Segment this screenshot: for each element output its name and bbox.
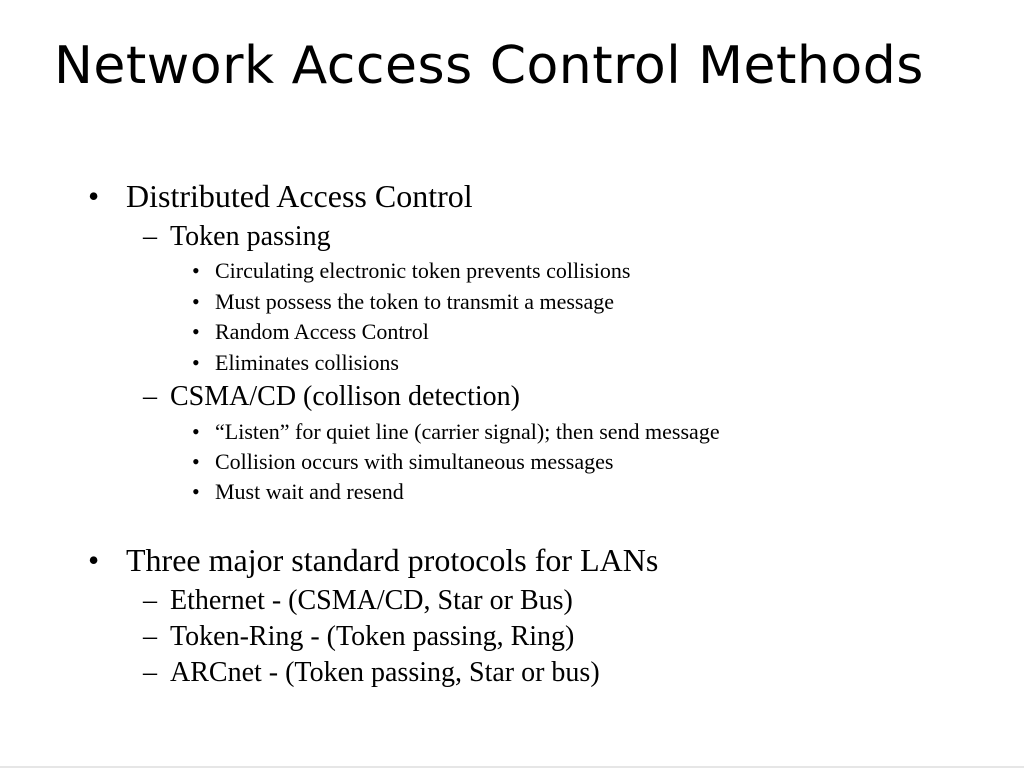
- sub-bullet-token-ring: Token-Ring - (Token passing, Ring): [170, 621, 575, 652]
- dash-marker: –: [143, 657, 157, 688]
- sub-sub-bullet-marker: •: [192, 449, 200, 474]
- sub-sub-bullet-item: Random Access Control: [215, 319, 429, 344]
- sub-sub-bullet-marker: •: [192, 350, 200, 375]
- bullet-distributed-access-control: Distributed Access Control: [126, 178, 473, 214]
- sub-sub-bullet-marker: •: [192, 479, 200, 504]
- sub-sub-bullet-item: Collision occurs with simultaneous messa…: [215, 449, 614, 474]
- sub-sub-bullet-marker: •: [192, 258, 200, 283]
- bullet-three-major-protocols: Three major standard protocols for LANs: [126, 542, 659, 578]
- bullet-marker: •: [88, 542, 100, 578]
- sub-bullet-arcnet: ARCnet - (Token passing, Star or bus): [170, 657, 600, 688]
- sub-bullet-token-passing: Token passing: [170, 221, 331, 252]
- dash-marker: –: [143, 381, 157, 412]
- sub-sub-bullet-item: Must possess the token to transmit a mes…: [215, 289, 615, 314]
- dash-marker: –: [143, 585, 157, 616]
- sub-sub-bullet-marker: •: [192, 419, 200, 444]
- sub-sub-bullet-item: Eliminates collisions: [215, 350, 399, 375]
- sub-bullet-ethernet: Ethernet - (CSMA/CD, Star or Bus): [170, 585, 573, 616]
- slide-title: Network Access Control Methods: [54, 36, 924, 96]
- sub-bullet-csma-cd: CSMA/CD (collison detection): [170, 381, 520, 412]
- dash-marker: –: [143, 221, 157, 252]
- sub-sub-bullet-item: “Listen” for quiet line (carrier signal)…: [215, 419, 720, 444]
- sub-sub-bullet-item: Must wait and resend: [215, 479, 404, 504]
- sub-sub-bullet-marker: •: [192, 319, 200, 344]
- sub-sub-bullet-item: Circulating electronic token prevents co…: [215, 258, 631, 283]
- dash-marker: –: [143, 621, 157, 652]
- bullet-marker: •: [88, 178, 100, 214]
- sub-sub-bullet-marker: •: [192, 289, 200, 314]
- footer-divider: [0, 766, 1024, 768]
